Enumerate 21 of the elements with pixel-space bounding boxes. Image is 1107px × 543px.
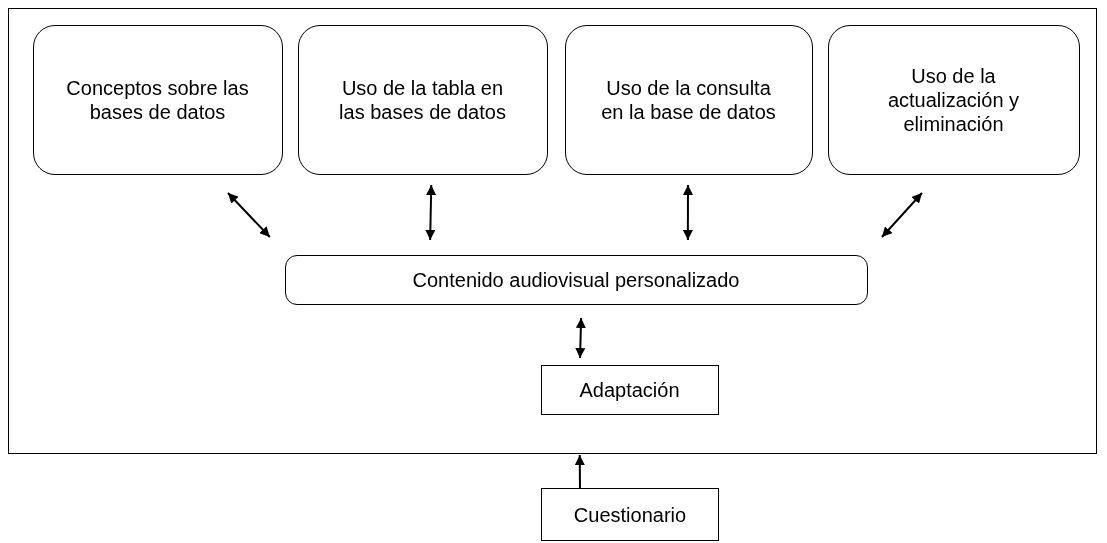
rounded-box (564, 24, 813, 175)
double-arrow (575, 317, 586, 359)
rounded-box (297, 24, 548, 175)
double-arrow (881, 192, 923, 238)
double-arrow (227, 192, 271, 238)
box-label: Uso de la actualización y eliminación (886, 63, 1021, 136)
box-label: Conceptos sobre las bases de datos (65, 75, 250, 124)
box-label: Uso de la tabla en las bases de datos (338, 75, 507, 124)
rounded-box (32, 24, 283, 175)
rounded-box (827, 24, 1080, 175)
rounded-box (284, 254, 868, 305)
double-arrow (682, 184, 693, 241)
box-label: Adaptación (578, 377, 681, 402)
container-box (8, 8, 1097, 454)
process-box (541, 488, 719, 541)
box-label: Cuestionario (572, 502, 688, 527)
arrow (574, 454, 585, 489)
box-label: Uso de la consulta en la base de datos (600, 75, 777, 124)
process-box (540, 364, 719, 415)
double-arrow (425, 184, 437, 241)
box-label: Contenido audiovisual personalizado (411, 267, 741, 292)
